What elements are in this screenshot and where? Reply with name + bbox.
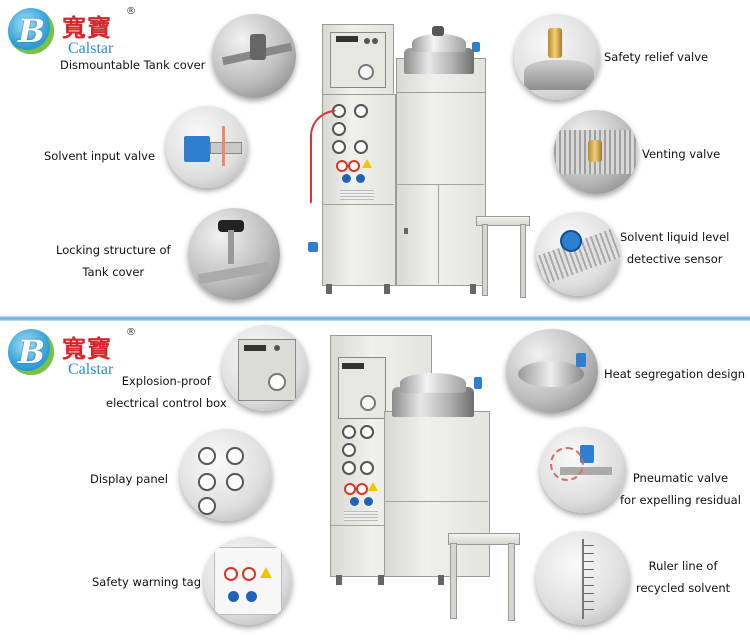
pneumatic-valve-photo — [540, 427, 626, 513]
label-ruler-line2: recycled solvent — [636, 581, 731, 595]
label-pneumatic-line2: for expelling residual — [620, 493, 741, 507]
display-panel-photo — [180, 429, 272, 521]
label-level-sensor: Solvent liquid level detective sensor — [620, 226, 729, 270]
control-box-photo — [222, 325, 308, 411]
section-divider — [0, 316, 750, 321]
label-locking-line1: Locking structure of — [56, 243, 171, 257]
label-tank-cover: Dismountable Tank cover — [60, 58, 206, 72]
logo-mark-icon: B — [8, 329, 54, 375]
label-level-line1: Solvent liquid level — [620, 230, 730, 244]
logo-mark-icon: B — [8, 8, 54, 54]
label-pneumatic-valve: Pneumatic valve for expelling residual — [620, 467, 741, 511]
label-level-line2: detective sensor — [626, 252, 723, 266]
label-explosion-line2: electrical control box — [106, 396, 227, 410]
label-locking-structure: Locking structure of Tank cover — [56, 239, 171, 283]
safety-tag-photo — [204, 537, 292, 625]
label-solvent-input: Solvent input valve — [44, 149, 156, 163]
top-recycler-machine — [300, 18, 540, 298]
registered-mark: ® — [126, 327, 136, 338]
label-safety-relief: Safety relief valve — [604, 50, 709, 64]
bottom-recycler-machine — [320, 335, 540, 635]
label-ruler-line1: Ruler line of — [648, 559, 718, 573]
logo-mark-letter: B — [18, 333, 46, 371]
level-sensor-photo — [536, 212, 620, 296]
venting-valve-photo — [554, 110, 638, 194]
locking-structure-photo — [188, 208, 280, 300]
label-pneumatic-line1: Pneumatic valve — [632, 471, 729, 485]
label-heat-segregation: Heat segregation design — [604, 367, 746, 381]
heat-segregation-photo — [506, 329, 598, 413]
logo-chinese-name: 寬寶 — [62, 334, 112, 363]
brand-logo-bottom: B 寬寶 ® Calstar — [8, 327, 148, 383]
label-venting-valve: Venting valve — [642, 147, 721, 161]
label-explosion-proof: Explosion-proof electrical control box — [106, 370, 227, 414]
registered-mark: ® — [126, 6, 136, 17]
safety-relief-valve-photo — [514, 14, 600, 100]
label-safety-warning-tag: Safety warning tag — [92, 575, 202, 589]
logo-english-name: Calstar — [68, 40, 114, 57]
label-display-panel: Display panel — [90, 472, 168, 486]
label-explosion-line1: Explosion-proof — [121, 374, 211, 388]
logo-mark-letter: B — [18, 12, 46, 50]
tank-cover-photo — [212, 14, 296, 98]
label-ruler-line: Ruler line of recycled solvent — [636, 555, 730, 599]
logo-chinese-name: 寬寶 — [62, 13, 112, 42]
label-locking-line2: Tank cover — [82, 265, 145, 279]
solvent-input-photo — [166, 106, 248, 188]
top-panel: B 寬寶 ® Calstar Dismountable Tank cover S… — [0, 0, 750, 316]
logo-english-name: Calstar — [68, 361, 114, 378]
bottom-panel: B 寬寶 ® Calstar Explosion-proof electrica… — [0, 321, 750, 642]
ruler-line-photo — [536, 531, 630, 625]
brand-logo: B 寬寶 ® Calstar — [8, 6, 148, 62]
